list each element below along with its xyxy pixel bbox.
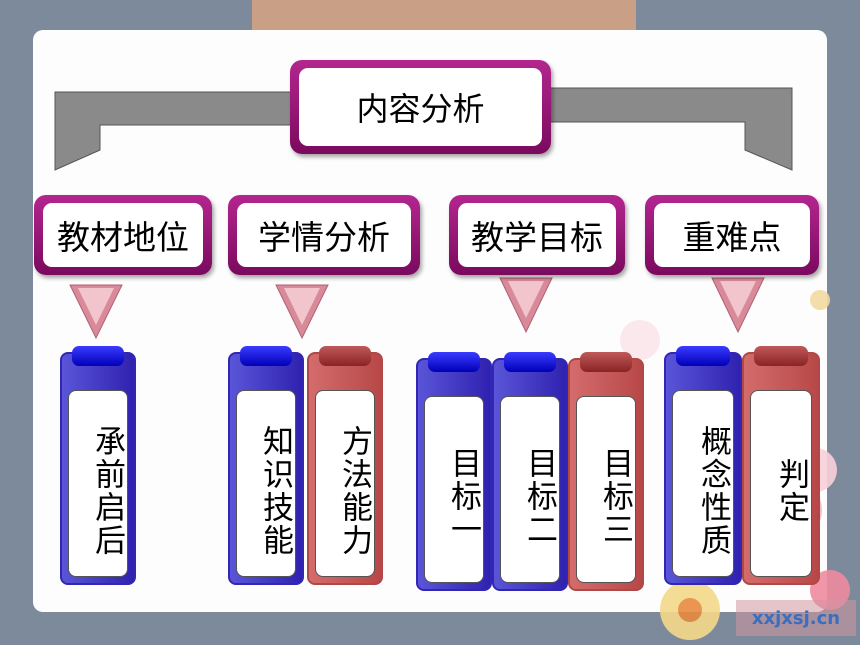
card-blue: 目标二	[492, 352, 568, 591]
category-label: 教材地位	[43, 203, 203, 267]
card-cap	[428, 352, 480, 372]
card-text: 目标一	[424, 396, 484, 583]
card-cap	[504, 352, 556, 372]
category-box-1: 教材地位	[34, 195, 212, 275]
card-text: 概念性质	[672, 390, 734, 577]
card-blue: 概念性质	[664, 346, 742, 585]
card-blue: 目标一	[416, 352, 492, 591]
category-label: 教学目标	[458, 203, 616, 267]
card-cap	[754, 346, 808, 366]
right-connector	[539, 87, 793, 171]
card-text: 方法能力	[315, 390, 375, 577]
left-connector	[54, 91, 301, 171]
card-cap	[72, 346, 124, 366]
card-blue: 知识技能	[228, 346, 304, 585]
card-red: 判定	[742, 346, 820, 585]
card-text: 判定	[750, 390, 812, 577]
card-blue: 承前启后	[60, 346, 136, 585]
card-cap	[240, 346, 292, 366]
card-cap	[580, 352, 632, 372]
card-cap	[319, 346, 371, 366]
card-text: 承前启后	[68, 390, 128, 577]
category-label: 重难点	[654, 203, 810, 267]
watermark: xxjxsj.cn	[736, 600, 856, 636]
card-red: 目标三	[568, 352, 644, 591]
card-text: 目标二	[500, 396, 560, 583]
title-box: 内容分析	[290, 60, 551, 154]
card-red: 方法能力	[307, 346, 383, 585]
card-cap	[676, 346, 730, 366]
category-label: 学情分析	[237, 203, 411, 267]
category-box-3: 教学目标	[449, 195, 625, 275]
card-text: 知识技能	[236, 390, 296, 577]
down-arrows	[69, 277, 765, 340]
category-box-2: 学情分析	[228, 195, 420, 275]
title-text: 内容分析	[299, 68, 542, 146]
card-text: 目标三	[576, 396, 636, 583]
category-box-4: 重难点	[645, 195, 819, 275]
